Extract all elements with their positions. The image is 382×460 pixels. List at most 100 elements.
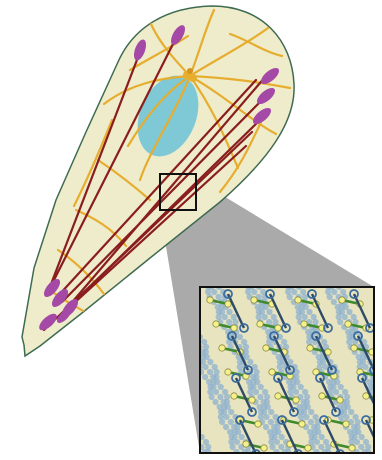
actin-bead [151,314,157,320]
actin-bead [96,309,102,315]
crosslinker-end [299,421,305,427]
actin-bead [151,424,157,430]
actin-bead [204,354,210,360]
actin-bead [146,339,152,345]
actin-bead [142,299,148,305]
crosslinker-end [293,397,299,403]
actin-bead [159,434,165,440]
actin-bead [152,349,158,355]
actin-bead [377,404,382,410]
actin-bead [145,404,151,410]
actin-bead [143,414,149,420]
actin-bead [148,344,154,350]
crosslinker-end [343,421,349,427]
actin-bead [327,294,333,300]
actin-bead [192,434,198,440]
actin-bead [291,289,297,295]
actin-bead [166,454,172,460]
actin-bead [145,329,151,335]
actin-bead [149,444,155,450]
actin-bead [229,444,235,450]
actin-bead [274,439,280,445]
actin-bead [189,434,195,440]
crosslinker-end [351,345,357,351]
actin-bead [346,309,352,315]
actin-bead [263,424,269,430]
actin-bead [182,389,188,395]
actin-bead [128,284,134,290]
actin-bead [152,319,158,325]
actin-bead [354,439,360,445]
actin-bead [157,364,163,370]
actin-bead [181,409,187,415]
actin-bead [269,444,275,450]
actin-bead [268,409,274,415]
actin-bead [163,344,169,350]
actin-bead [108,344,114,350]
crosslinker-end [207,297,213,303]
actin-bead [141,324,147,330]
actin-bead [298,384,304,390]
actin-bead [119,349,125,355]
actin-bead [125,284,131,290]
actin-bead [219,419,225,425]
actin-bead [105,329,111,335]
actin-bead [239,434,245,440]
actin-bead [306,309,312,315]
actin-bead [177,394,183,400]
actin-bead [154,439,160,445]
actin-bead [322,454,328,460]
actin-bead [112,349,118,355]
crosslinker-end [319,393,325,399]
actin-bead [155,419,161,425]
actin-bead [136,314,142,320]
actin-bead [183,424,189,430]
actin-bead [333,389,339,395]
actin-bead [106,319,112,325]
actin-bead [144,394,150,400]
actin-bead [226,309,232,315]
crosslinker-end [307,345,313,351]
actin-bead [140,289,146,295]
actin-bead [263,414,269,420]
actin-bead [162,374,168,380]
actin-bead [117,364,123,370]
actin-bead [173,389,179,395]
actin-bead [197,454,203,460]
actin-bead [102,299,108,305]
crosslinker-end [269,369,275,375]
actin-bead [146,309,152,315]
actin-bead [172,399,178,405]
actin-bead [167,359,173,365]
actin-bead [305,404,311,410]
actin-bead [156,344,162,350]
actin-bead [152,429,158,435]
actin-bead [173,369,179,375]
actin-bead [112,339,118,345]
actin-bead [136,284,142,290]
actin-bead [378,409,382,415]
actin-bead [130,374,136,380]
actin-bead [181,404,187,410]
actin-bead [142,294,148,300]
actin-bead [303,414,309,420]
crosslinker-end [255,421,261,427]
actin-bead [153,449,159,455]
actin-bead [362,454,368,460]
actin-bead [303,304,309,310]
actin-bead [136,294,142,300]
crosslinker-end [261,445,267,451]
actin-bead [164,354,170,360]
actin-bead [338,384,344,390]
actin-bead [266,309,272,315]
actin-bead [348,409,354,415]
crosslinker-end [349,445,355,451]
actin-bead [193,449,199,455]
actin-bead [130,379,136,385]
actin-bead [246,454,252,460]
actin-bead [127,359,133,365]
actin-bead [124,354,130,360]
actin-bead [213,389,219,395]
crosslinker-end [225,301,231,307]
actin-bead [133,374,139,380]
